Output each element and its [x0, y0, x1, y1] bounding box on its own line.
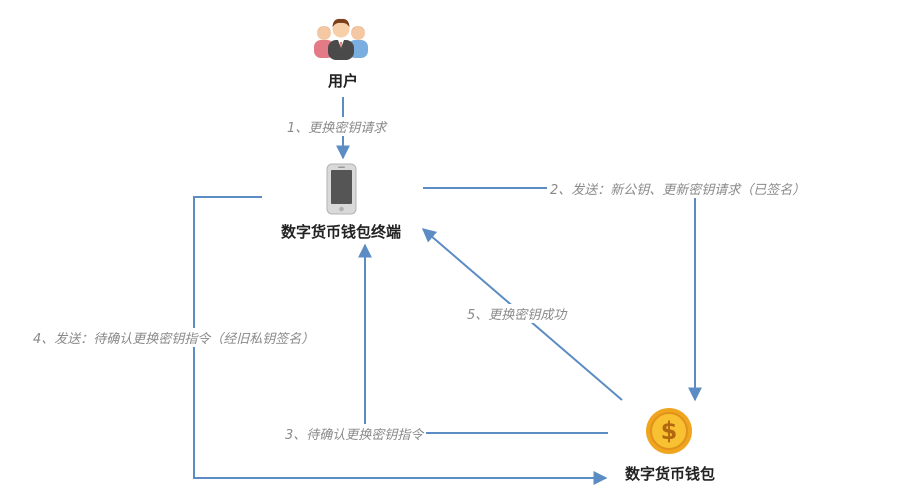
edge-label-1: 1、更换密钥请求 [284, 117, 390, 136]
arrow-2-terminal-to-wallet [423, 187, 702, 402]
edge-label-2: 2、发送：新公钥、更新密钥请求（已签名） [547, 179, 809, 198]
edge-label-3: 3、待确认更换密钥指令 [282, 424, 427, 443]
node-label-wallet: 数字货币钱包 [624, 465, 716, 483]
users-icon [314, 18, 368, 60]
arrow-3-wallet-to-terminal [358, 243, 608, 434]
dollar-coin-icon: $ [646, 408, 692, 454]
node-label-user: 用户 [327, 72, 359, 90]
edge-label-5: 5、更换密钥成功 [464, 304, 570, 323]
edge-label-4: 4、发送：待确认更换密钥指令（经旧私钥签名） [30, 328, 318, 347]
svg-text:$: $ [661, 417, 678, 445]
node-label-terminal: 数字货币钱包终端 [280, 223, 402, 241]
smartphone-icon [326, 163, 357, 215]
